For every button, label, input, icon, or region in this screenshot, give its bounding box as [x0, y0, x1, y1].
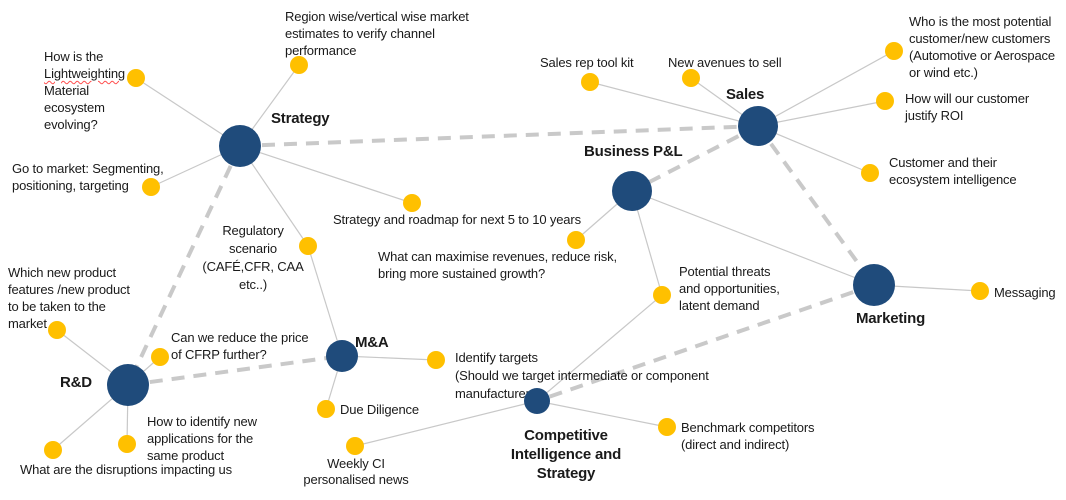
- topic-dot-roadmap[interactable]: [403, 194, 421, 212]
- edge-sales-justifyroi: [757, 100, 886, 127]
- edge-bpl-marketing: [631, 190, 875, 286]
- node-sales[interactable]: [738, 106, 778, 146]
- topic-text-roadmap: Strategy and roadmap for next 5 to 10 ye…: [333, 212, 581, 227]
- topic-dot-potential-customer[interactable]: [885, 42, 903, 60]
- edge-ci-threats: [536, 294, 663, 402]
- node-marketing[interactable]: [853, 264, 895, 306]
- topic-dot-go-to-market[interactable]: [142, 178, 160, 196]
- edge-ci-weeklyci: [354, 400, 538, 447]
- edge-sales-customerecosystem: [757, 125, 871, 174]
- topic-text-new-product: Which new product features /new product …: [8, 265, 130, 331]
- node-label-competitive-intelligence: Competitive Intelligence and Strategy: [510, 427, 622, 482]
- node-label-rnd: R&D: [60, 374, 92, 391]
- node-competitive-intelligence[interactable]: [524, 388, 550, 414]
- topic-dot-benchmark[interactable]: [658, 418, 676, 436]
- topic-text-regulatory: Regulatory scenario (CAFÉ,CFR, CAA etc..…: [202, 223, 304, 292]
- topic-dot-region-wise[interactable]: [290, 56, 308, 74]
- topic-text-weekly-ci: Weekly CI personalised news: [303, 456, 409, 487]
- topic-dot-identify-targets[interactable]: [427, 351, 445, 369]
- node-label-ma: M&A: [355, 334, 389, 351]
- topic-dot-sales-rep[interactable]: [581, 73, 599, 91]
- node-label-strategy: Strategy: [271, 110, 330, 127]
- edge-rnd-ma: [127, 354, 343, 387]
- topic-text-maximise-revenues: What can maximise revenues, reduce risk,…: [378, 249, 617, 281]
- edge-sales-marketing: [756, 124, 876, 287]
- edge-sales-bpl: [631, 124, 759, 193]
- topic-text-new-avenues: New avenues to sell: [668, 55, 782, 70]
- lightweighting-rest: Material ecosystem evolving?: [44, 83, 105, 132]
- topic-text-potential-threats: Potential threats and opportunities, lat…: [679, 264, 780, 313]
- node-label-business-pl: Business P&L: [584, 143, 683, 160]
- edge-strategy-roadmap: [239, 145, 413, 204]
- node-strategy[interactable]: [219, 125, 261, 167]
- topic-dot-disruptions[interactable]: [44, 441, 62, 459]
- topic-dot-lightweighting[interactable]: [127, 69, 145, 87]
- topic-text-go-to-market: Go to market: Segmenting, positioning, t…: [12, 161, 164, 193]
- topic-dot-new-product[interactable]: [48, 321, 66, 339]
- topic-text-identify-targets: Identify targets (Should we target inter…: [455, 350, 709, 401]
- topic-dot-justify-roi[interactable]: [876, 92, 894, 110]
- edge-sales-potentialcustomer: [757, 50, 895, 127]
- topic-text-disruptions: What are the disruptions impacting us: [20, 462, 232, 477]
- topic-text-messaging: Messaging: [994, 285, 1056, 300]
- topic-dot-weekly-ci[interactable]: [346, 437, 364, 455]
- edge-sales-salesrep: [589, 81, 759, 127]
- topic-dot-due-diligence[interactable]: [317, 400, 335, 418]
- edge-marketing-ci: [536, 283, 875, 403]
- topic-dot-cfrp-price[interactable]: [151, 348, 169, 366]
- topic-text-justify-roi: How will our customer justify ROI: [905, 91, 1029, 123]
- topic-dot-regulatory[interactable]: [299, 237, 317, 255]
- topic-text-sales-rep: Sales rep tool kit: [540, 55, 634, 70]
- node-rnd[interactable]: [107, 364, 149, 406]
- topic-text-region-wise: Region wise/vertical wise market estimat…: [285, 9, 469, 58]
- edge-ma-regulatory: [307, 245, 343, 357]
- topic-text-new-applications: How to identify new applications for the…: [147, 414, 257, 463]
- topic-dot-new-applications[interactable]: [118, 435, 136, 453]
- topic-text-cfrp-price: Can we reduce the price of CFRP further?: [171, 330, 309, 362]
- edge-ci-benchmark: [536, 400, 668, 428]
- node-ma[interactable]: [326, 340, 358, 372]
- topic-text-due-diligence: Due Diligence: [340, 402, 419, 417]
- topic-text-benchmark: Benchmark competitors (direct and indire…: [681, 420, 815, 452]
- topic-text-lightweighting: How is the Lightweighting Material ecosy…: [44, 48, 139, 133]
- topic-text-potential-customer: Who is the most potential customer/new c…: [909, 14, 1055, 80]
- topic-dot-potential-threats[interactable]: [653, 286, 671, 304]
- lightweighting-line1: How is the: [44, 49, 104, 64]
- node-label-sales: Sales: [726, 86, 765, 103]
- topic-dot-messaging[interactable]: [971, 282, 989, 300]
- topic-dot-customer-ecosystem[interactable]: [861, 164, 879, 182]
- topic-text-customer-ecosystem: Customer and their ecosystem intelligenc…: [889, 155, 1017, 187]
- topic-dot-new-avenues[interactable]: [682, 69, 700, 87]
- lightweighting-misspelled-word: Lightweighting: [44, 66, 126, 81]
- node-label-marketing: Marketing: [856, 310, 926, 327]
- topic-dot-maximise-revenues[interactable]: [567, 231, 585, 249]
- node-business-pl[interactable]: [612, 171, 652, 211]
